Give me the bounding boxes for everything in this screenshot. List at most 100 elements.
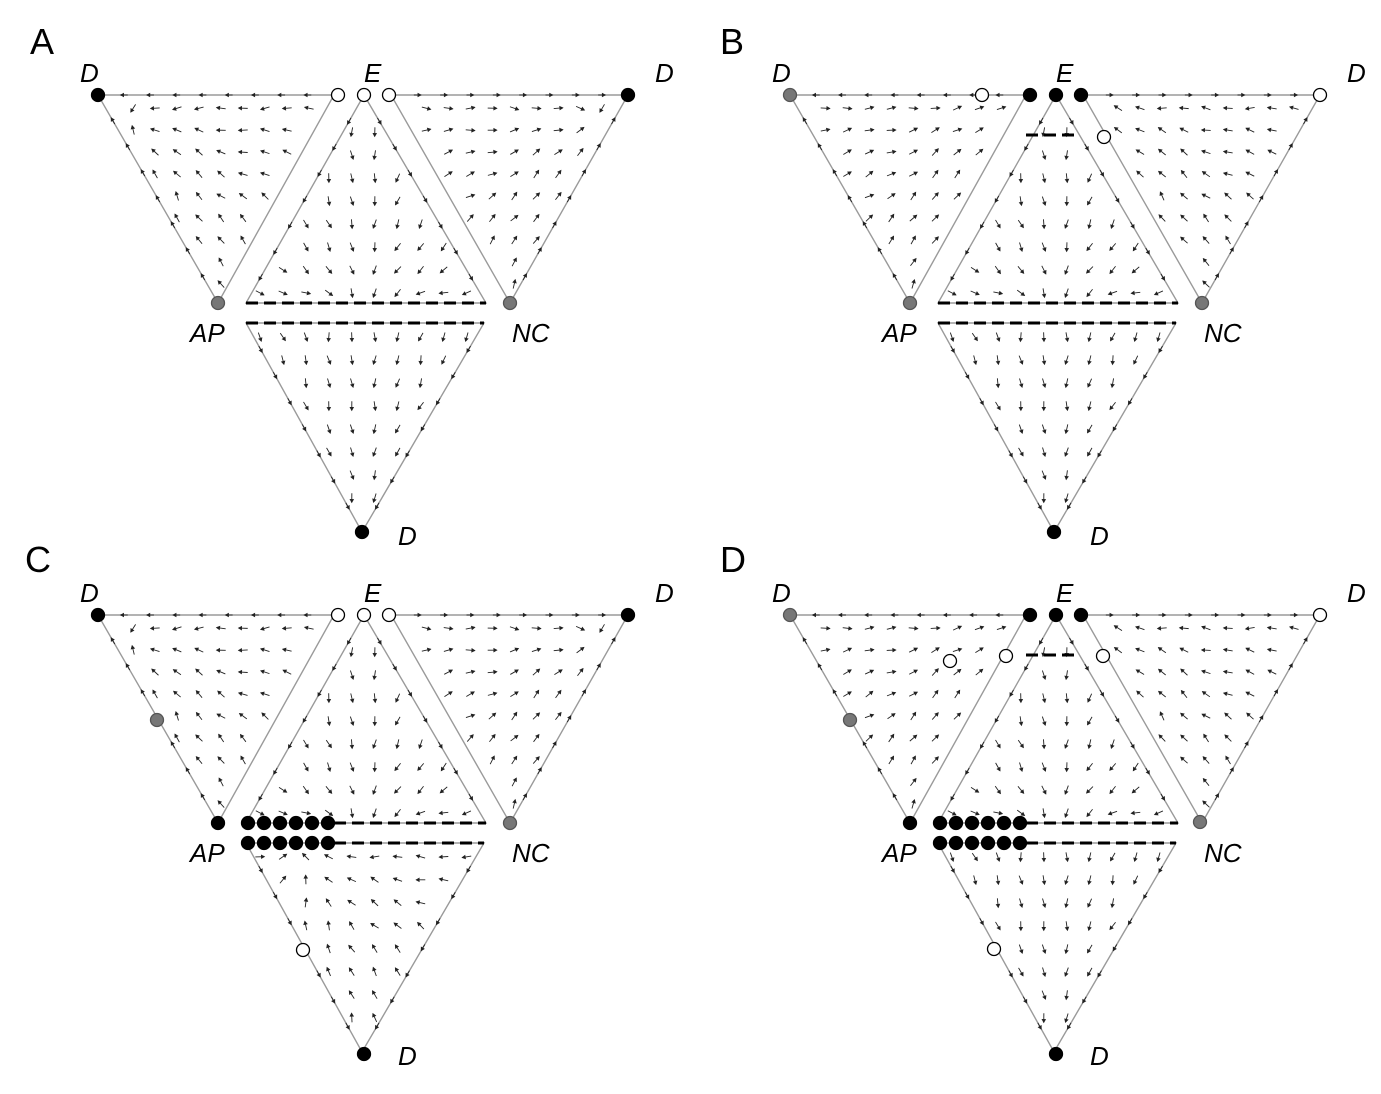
arrow-head — [218, 257, 223, 263]
arrow-head — [1229, 767, 1234, 772]
arrow-head — [420, 426, 425, 432]
vertex-label: E — [1056, 58, 1074, 88]
arrow-head — [1041, 813, 1047, 819]
arrow-head — [350, 429, 355, 434]
arrow-head — [1266, 105, 1272, 111]
arrow-head — [326, 247, 332, 253]
arrow-head — [512, 257, 517, 263]
arrow-head — [470, 625, 476, 631]
arrow-head — [349, 293, 355, 299]
arrow-head — [1179, 647, 1185, 652]
panel-letter: A — [30, 21, 54, 62]
arrow-head — [826, 625, 831, 631]
arrow-head — [1214, 273, 1219, 278]
arrow-head — [1222, 105, 1228, 111]
arrow-head — [493, 625, 498, 631]
arrow-head — [512, 711, 518, 717]
arrow-head — [522, 793, 527, 798]
arrow-head — [273, 250, 278, 255]
stable-point — [1012, 815, 1028, 831]
panel-letter: D — [720, 539, 746, 580]
arrow-head — [440, 766, 446, 772]
arrow-head — [350, 247, 355, 252]
arrow-head — [1023, 998, 1028, 1004]
arrow-head — [1128, 400, 1133, 406]
arrow-head — [250, 612, 256, 618]
vertex-label: D — [1347, 58, 1366, 88]
arrow-head — [461, 291, 467, 296]
arrow-head — [995, 92, 1000, 98]
arrow-head — [1019, 429, 1024, 434]
arrow-head — [575, 612, 580, 618]
arrow-head — [1178, 625, 1184, 631]
arrow-head — [447, 691, 453, 696]
arrow-head — [328, 811, 334, 817]
arrow-head — [1110, 880, 1116, 886]
arrow-head — [448, 127, 454, 133]
arrow-head — [332, 666, 337, 671]
arrow-head — [470, 105, 476, 111]
stable-point — [354, 524, 370, 540]
arrow-head — [913, 647, 919, 652]
arrow-head — [1133, 337, 1138, 343]
arrow-head — [862, 741, 867, 746]
arrow-head — [1201, 171, 1207, 176]
arrow-head — [601, 612, 607, 618]
arrow-head — [535, 712, 541, 717]
stable-point — [1073, 87, 1089, 103]
arrow-head — [557, 169, 562, 175]
arrow-head — [1064, 155, 1069, 161]
arrow-head — [1042, 675, 1047, 680]
stable-point — [288, 835, 304, 851]
stable-point — [902, 815, 918, 831]
arrow-head — [349, 1012, 355, 1017]
arrow-head — [512, 235, 518, 241]
arrow-head — [913, 691, 919, 696]
arrow-head — [1267, 92, 1272, 98]
arrow-head — [514, 647, 520, 652]
arrow-head — [282, 149, 288, 154]
arrow-head — [258, 796, 263, 801]
arrow-head — [1018, 926, 1024, 932]
arrow-head — [1018, 383, 1024, 389]
vertex-label: AP — [188, 838, 225, 868]
arrow-head — [349, 360, 355, 366]
arrow-head — [304, 223, 309, 229]
unstable-point — [381, 87, 397, 103]
arrow-head — [392, 666, 397, 671]
arrow-head — [581, 169, 586, 174]
arrow-head — [1041, 337, 1047, 343]
arrow-head — [1157, 690, 1163, 696]
arrow-head — [1133, 359, 1138, 365]
vertex-label: NC — [1204, 838, 1242, 868]
arrow-head — [862, 221, 867, 226]
arrow-head — [1041, 178, 1047, 184]
vertex-label: AP — [188, 318, 225, 348]
arrow-head — [535, 668, 541, 674]
arrow-head — [1109, 925, 1114, 931]
stable-point — [288, 815, 304, 831]
arrow-head — [974, 788, 980, 793]
arrow-head — [149, 625, 155, 631]
arrow-head — [889, 755, 895, 761]
arrow-head — [151, 148, 156, 154]
arrow-head — [1041, 927, 1047, 932]
stable-point — [1048, 1046, 1064, 1062]
arrow-head — [1041, 224, 1047, 230]
arrow-head — [1042, 429, 1047, 434]
arrow-head — [470, 149, 476, 155]
arrow-head — [1245, 149, 1251, 154]
arrow-head — [996, 405, 1001, 411]
arrow-head — [372, 452, 377, 457]
arrow-head — [1087, 720, 1092, 726]
arrow-head — [996, 766, 1001, 772]
arrow-head — [218, 733, 223, 739]
arrow-head — [215, 127, 221, 133]
arrow-head — [817, 143, 822, 148]
arrow-head — [174, 733, 179, 739]
arrow-head — [371, 944, 377, 949]
stable-point — [964, 835, 980, 851]
arrow-head — [1115, 198, 1120, 203]
arrow-head — [1201, 105, 1206, 110]
stable-point — [210, 815, 226, 831]
